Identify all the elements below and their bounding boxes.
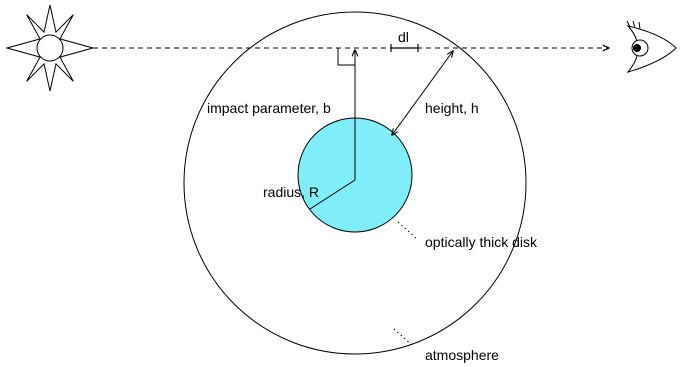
impact-parameter-label: impact parameter, b	[207, 100, 331, 116]
atmosphere-label: atmosphere	[425, 347, 499, 363]
dl-label: dl	[398, 29, 409, 45]
eye-icon	[626, 20, 677, 73]
radius-line	[309, 179, 356, 210]
right-angle-marker	[337, 48, 355, 66]
atmosphere-leader-line	[393, 328, 414, 347]
disk-leader-line	[397, 221, 417, 239]
height-arrow	[392, 51, 453, 135]
height-label: height, h	[425, 100, 479, 116]
sun-icon	[5, 4, 95, 92]
disk-label: optically thick disk	[425, 234, 538, 250]
dl-segment-marker	[390, 44, 419, 52]
atmosphere-circle	[183, 11, 527, 355]
radius-label: radius, R	[263, 184, 319, 200]
